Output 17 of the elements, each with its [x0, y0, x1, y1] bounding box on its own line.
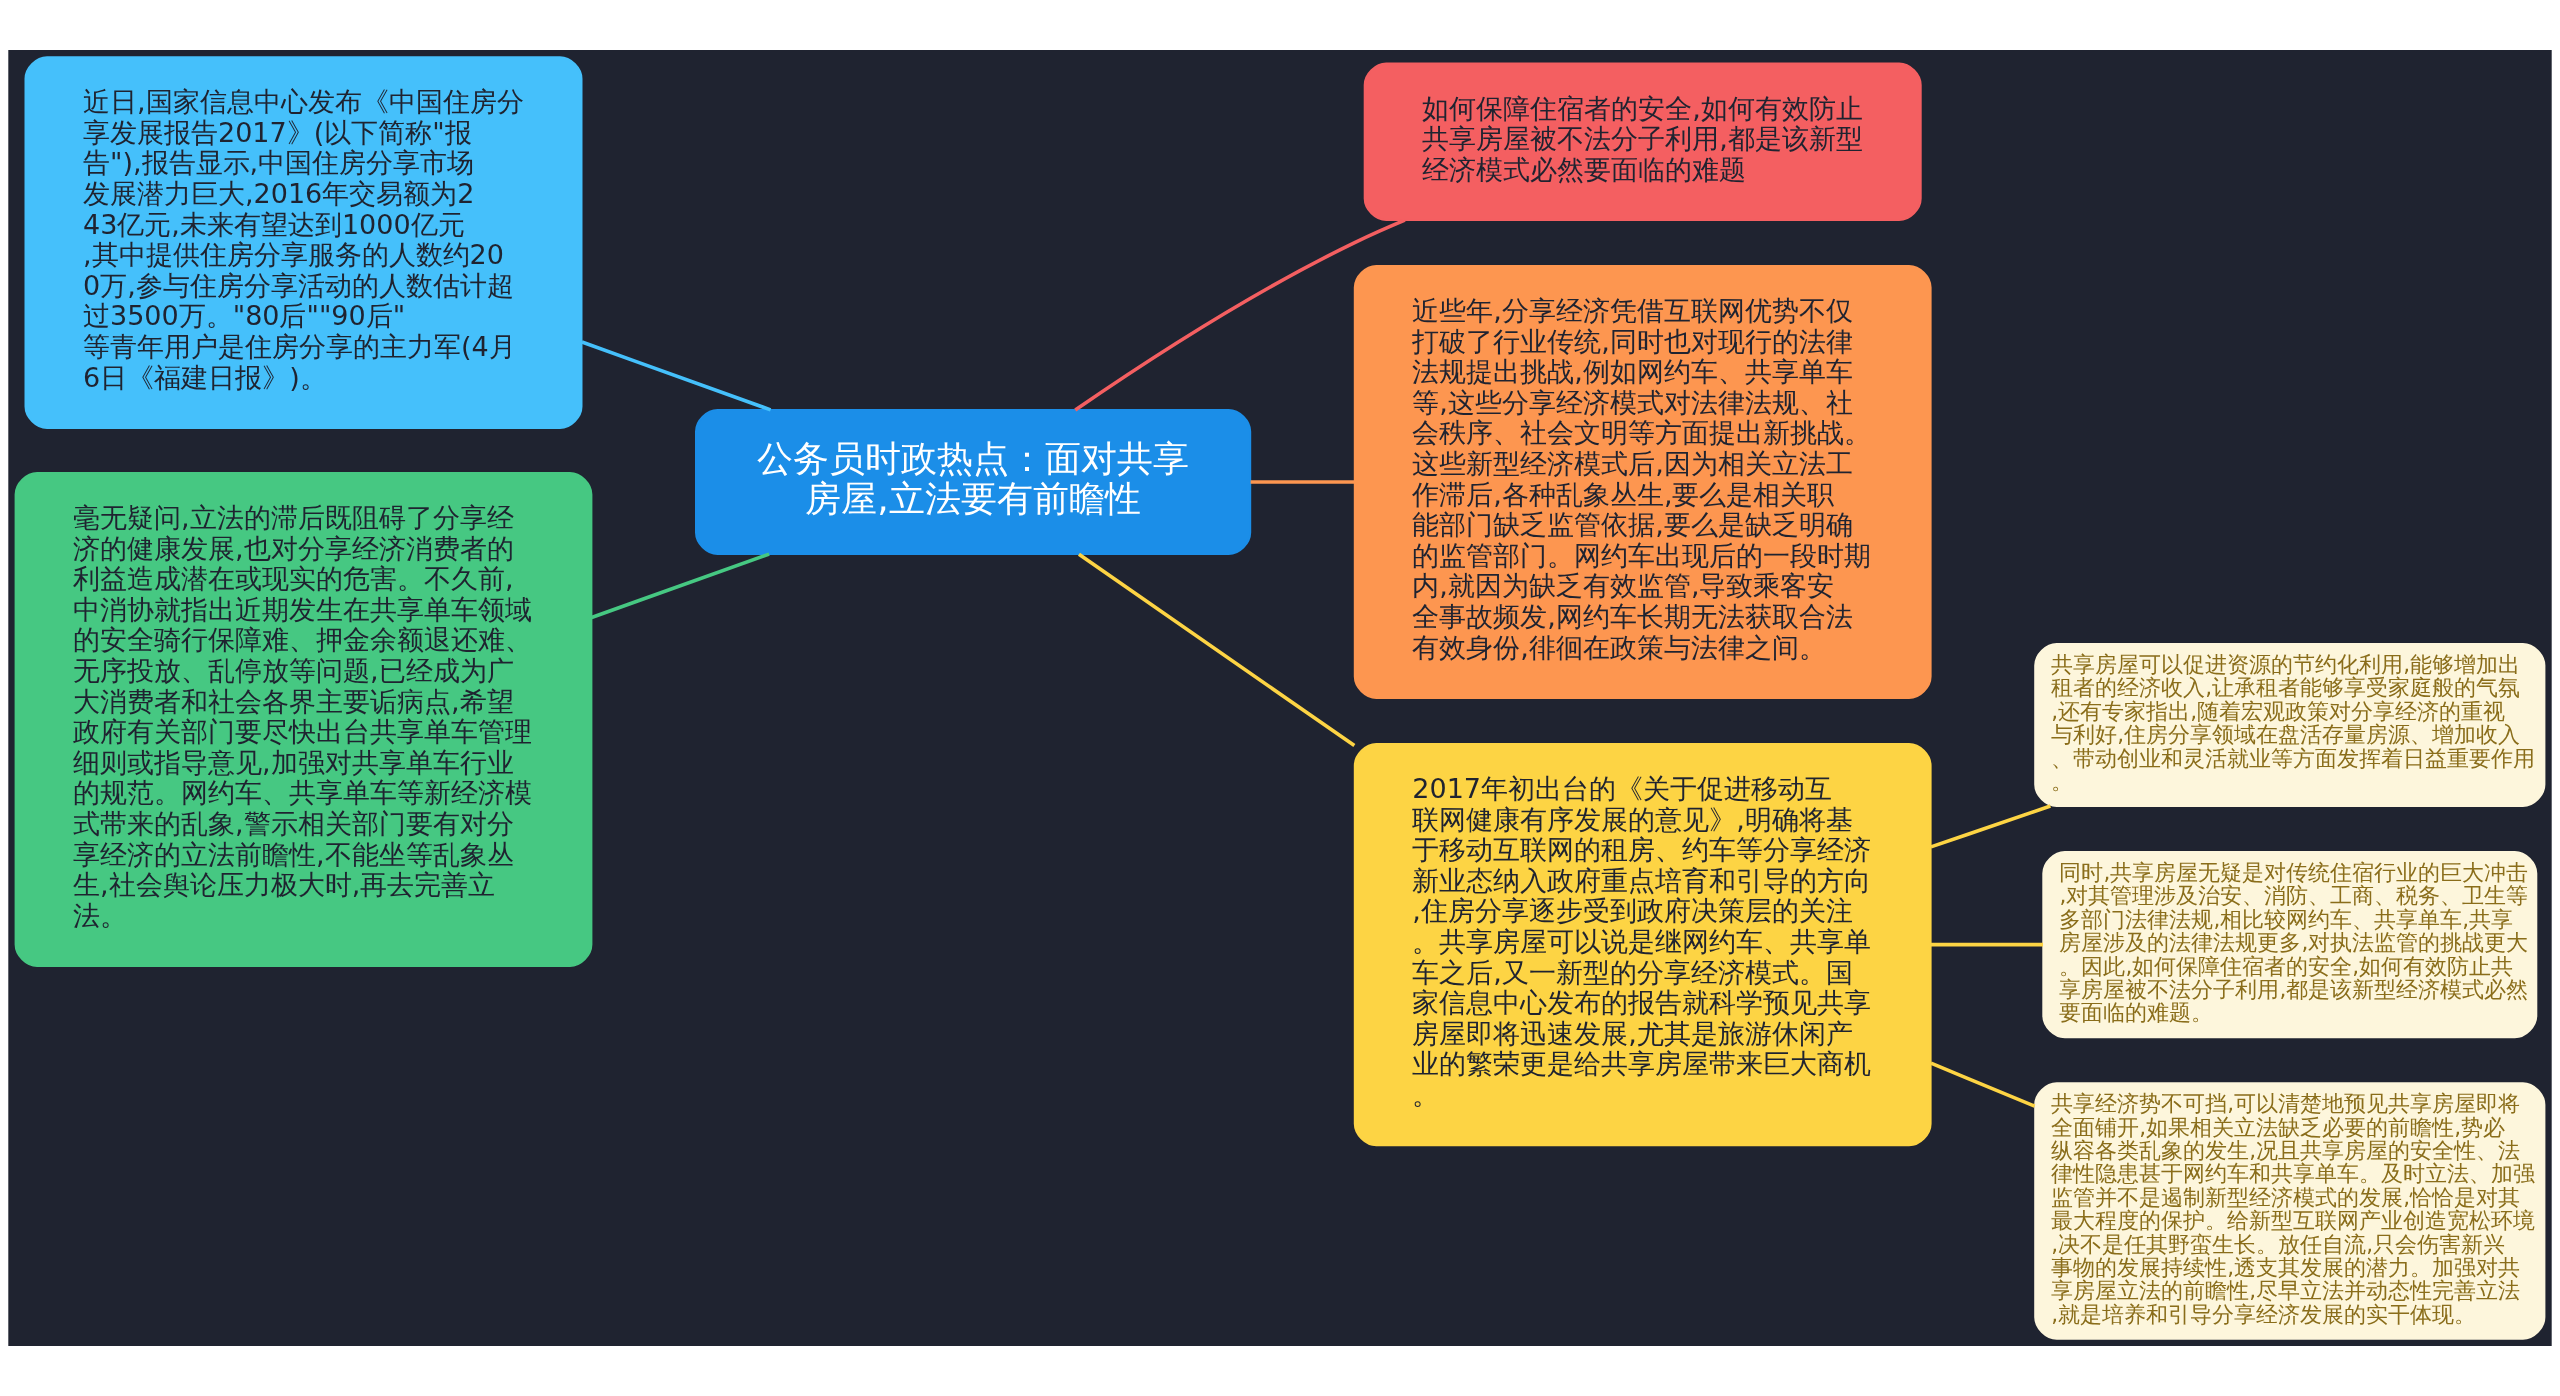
- node-box: 同时,共享房屋无疑是对传统住宿行业的巨大冲击,对其管理涉及治安、消防、工商、税务、卫生等多部门法律法规,相比较网约车、共享单车,共享房屋涉及的法律法规更多,对执法监管的挑战更大。因此,如何保障住宿者的安全,如何有效防止共享房屋被不法分子利用,都是该新型经济模式必然要面临的难题。: [2042, 851, 2538, 1039]
- node-box: 近些年,分享经济凭借互联网优势不仅打破了行业传统,同时也对现行的法律法规提出挑战,例如网约车、共享单车等,这些分享经济模式对法律法规、社会秩序、社会文明等方面提出新挑战。这些新型经济模式后,因为相关立法工作滞后,各种乱象丛生,要么是相关职能部门缺乏监管依据,要么是缺乏明确的监管部门。网约车出现后的一段时期内,就因为缺乏有效监管,导致乘客安全事故频发,网约车长期无法获取合法有效身份,徘徊在政策与法律之间。: [1353, 265, 1932, 699]
- node-box: 共享房屋可以促进资源的节约化利用,能够增加出租者的经济收入,让承租者能够享受家庭般的气氛,还有专家指出,随着宏观政策对分享经济的重视与利好,住房分享领域在盘活存量房源、增加收入、带动创业和灵活就业等方面发挥着日益重要作用。: [2034, 643, 2546, 807]
- connector: [1077, 552, 1356, 748]
- node-box: 如何保障住宿者的安全,如何有效防止共享房屋被不法分子利用,都是该新型经济模式必然要面临的难题: [1363, 62, 1922, 221]
- node-box: 共享经济势不可挡,可以清楚地预见共享房屋即将全面铺开,如果相关立法缺乏必要的前瞻性,势必纵容各类乱象的发生,况且共享房屋的安全性、法律性隐患甚于网约车和共享单车。及时立法、加强监管并不是遏制新型经济模式的发展,恰恰是对其最大程度的保护。给新型互联网产业创造宽松环境,决不是任其野蛮生长。放任自流,只会伤害新兴事物的发展持续性,透支其发展的潜力。加强对共享房屋立法的前瞻性,尽早立法并动态性完善立法,就是培养和引导分享经济发展的实干体现。: [2034, 1082, 2546, 1340]
- connector: [1074, 218, 1406, 412]
- connector: [581, 340, 772, 412]
- connector: [591, 552, 770, 620]
- node-box: 2017年初出台的《关于促进移动互联网健康有序发展的意见》,明确将基于移动互联网的租房、约车等分享经济新业态纳入政府重点培育和引导的方向,住房分享逐步受到政府决策层的关注。共享房屋可以说是继网约车、共享单车之后,又一新型的分享经济模式。国家信息中心发布的报告就科学预见共享房屋即将迅速发展,尤其是旅游休闲产业的繁荣更是给共享房屋带来巨大商机。: [1353, 743, 1932, 1147]
- connector: [1930, 1061, 2036, 1108]
- node-box: 公务员时政热点：面对共享房屋,立法要有前瞻性: [695, 409, 1252, 555]
- node-box: 近日,国家信息中心发布《中国住房分享发展报告2017》(以下简称"报告"),报告显示,中国住房分享市场发展潜力巨大,2016年交易额为243亿元,未来有望达到1000亿元,其中提供住房分享服务的人数约200万,参与住房分享活动的人数估计超过3500万。"80后""90后"等青年用户是住房分享的主力军(4月6日《福建日报》)。: [24, 56, 583, 429]
- connector: [1250, 480, 1355, 484]
- connector: [1930, 942, 2044, 947]
- connector: [1930, 804, 2051, 849]
- node-box: 毫无疑问,立法的滞后既阻碍了分享经济的健康发展,也对分享经济消费者的利益造成潜在或现实的危害。不久前,中消协就指出近期发生在共享单车领域的安全骑行保障难、押金余额退还难、无序投放、乱停放等问题,已经成为广大消费者和社会各界主要诟病点,希望政府有关部门要尽快出台共享单车管理细则或指导意见,加强对共享单车行业的规范。网约车、共享单车等新经济模式带来的乱象,警示相关部门要有对分享经济的立法前瞻性,不能坐等乱象丛生,社会舆论压力极大时,再去完善立法。: [14, 472, 593, 968]
